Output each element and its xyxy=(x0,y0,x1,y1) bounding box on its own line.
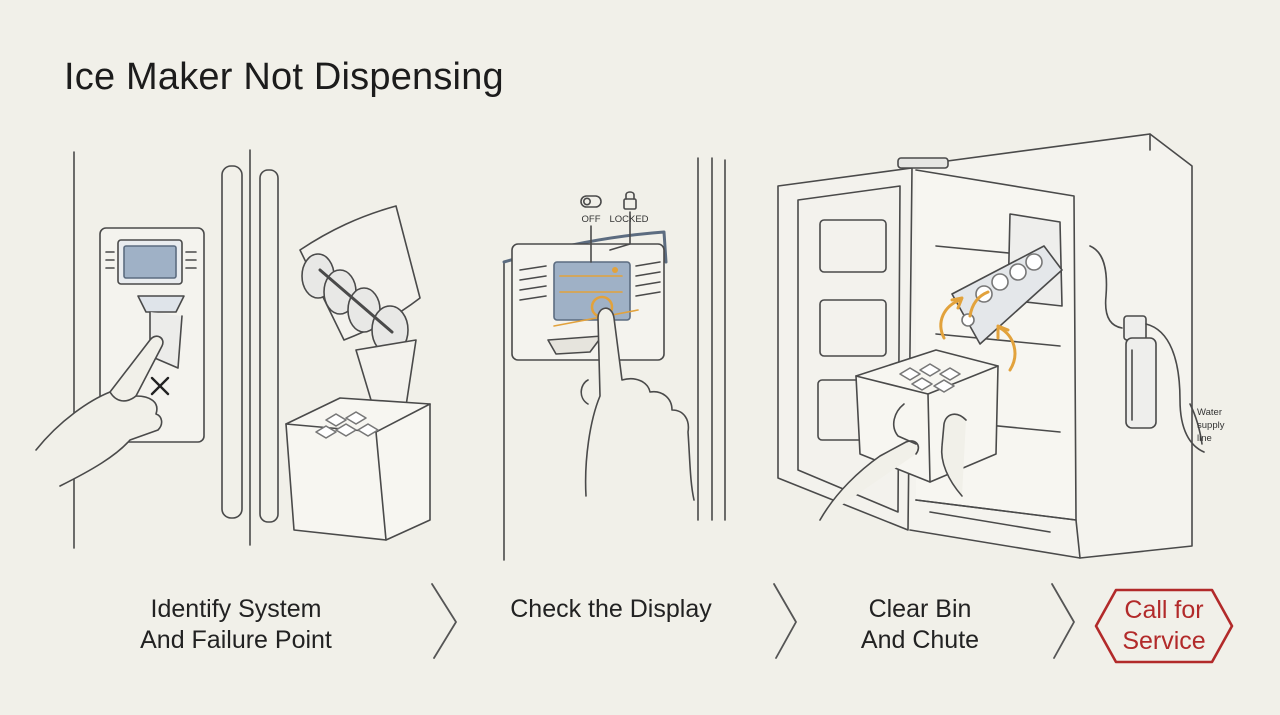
filter-cap xyxy=(1123,315,1147,341)
lock-icon xyxy=(623,191,637,210)
water-label-2: supply xyxy=(1197,420,1225,431)
ice-in-chute-icon xyxy=(961,253,1043,327)
chevron-right-icon xyxy=(773,583,797,659)
off-label: OFF xyxy=(582,214,601,225)
water-label-3: line xyxy=(1197,433,1212,444)
step-check-display: Check the Display xyxy=(510,595,712,623)
water-label-1: Water xyxy=(1197,407,1222,418)
dispenser-screen xyxy=(123,245,177,279)
panel-2-illustration: OFF LOCKED xyxy=(502,157,726,561)
panel-3-illustration: Water supply line xyxy=(777,133,1225,559)
service-hexagon xyxy=(1094,588,1234,664)
page-title: Ice Maker Not Dispensing xyxy=(64,56,504,98)
auger-icon xyxy=(301,253,409,355)
step-identify-system: Identify System And Failure Point xyxy=(140,595,332,654)
panel-1-illustration xyxy=(35,149,431,549)
bin-ice-icon xyxy=(899,363,961,393)
call-for-service-button[interactable]: Call for Service xyxy=(1094,588,1234,664)
failure-x-icon xyxy=(150,376,170,396)
lock-indicator-dot xyxy=(612,267,618,273)
step-chevrons xyxy=(431,583,1075,659)
service-line-2: Service xyxy=(1122,627,1206,655)
off-toggle-icon xyxy=(580,195,602,208)
step-clear-bin: Clear Bin And Chute xyxy=(860,595,980,654)
chevron-right-icon xyxy=(431,583,457,659)
locked-label: LOCKED xyxy=(609,214,648,225)
ice-cubes-icon xyxy=(315,411,379,439)
water-filter xyxy=(1125,337,1157,429)
service-line-1: Call for xyxy=(1124,596,1204,624)
lift-arrows-icon xyxy=(939,290,1017,372)
chevron-right-icon xyxy=(1051,583,1075,659)
